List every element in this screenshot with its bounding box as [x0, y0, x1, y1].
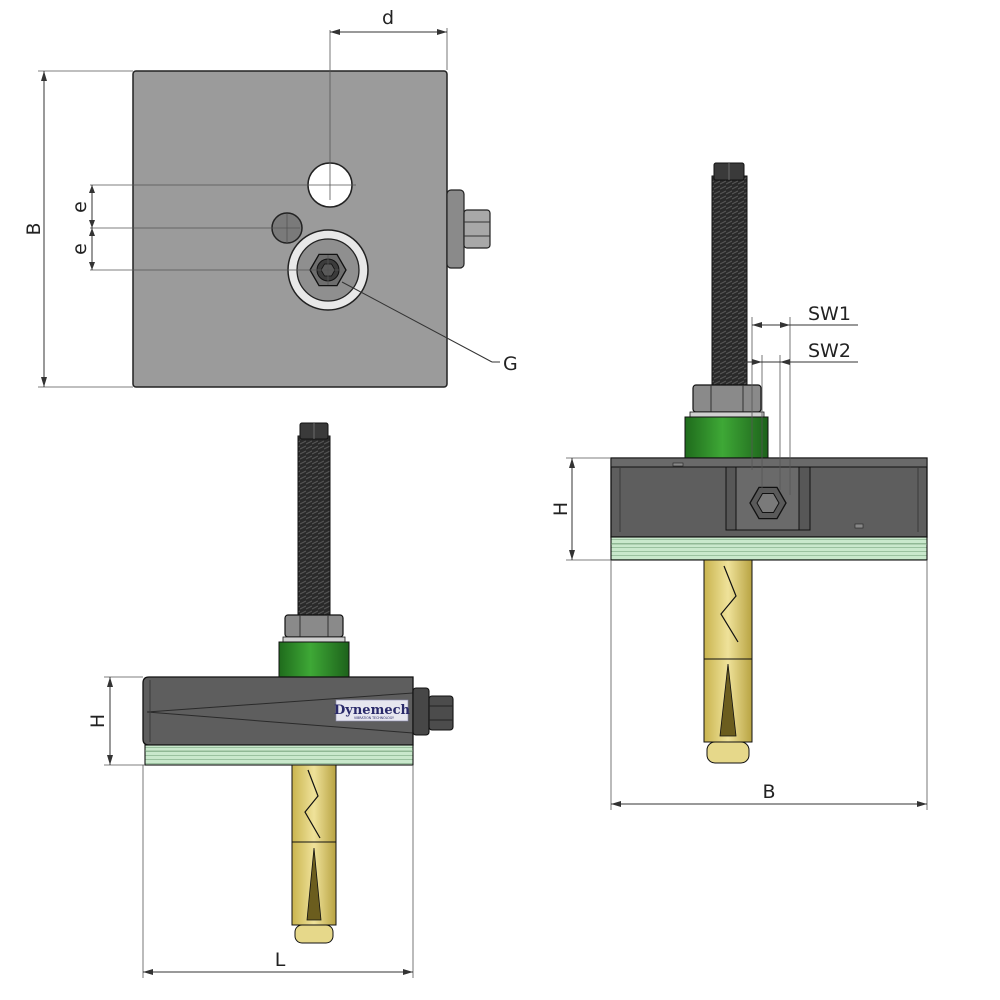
dim-label-l: L: [275, 949, 286, 971]
side-tab: [446, 189, 465, 269]
dim-label-e1: e: [69, 201, 91, 213]
svg-text:VIBRATION TECHNOLOGY: VIBRATION TECHNOLOGY: [354, 716, 394, 720]
damping-pad-front: [610, 536, 928, 561]
dim-label-e2: e: [69, 243, 91, 255]
lock-nut-side: [284, 614, 344, 638]
adjust-nut-side: [428, 695, 454, 731]
side-view: Dynemech VIBRATION TECHNOLOGY H L: [87, 422, 454, 978]
svg-text:Dynemech: Dynemech: [334, 703, 410, 718]
green-collar-side: [278, 641, 350, 678]
dim-label-h-front: H: [550, 502, 572, 516]
damping-pad-side: [144, 744, 414, 766]
lock-nut-front: [692, 384, 762, 413]
top-view: d B e e G: [23, 7, 518, 388]
threaded-stud-side: [297, 435, 331, 617]
front-view: SW1 SW2 H B: [550, 162, 928, 810]
dim-label-b-front: B: [762, 781, 775, 803]
dynemech-logo: Dynemech VIBRATION TECHNOLOGY: [334, 699, 411, 722]
green-collar-front: [684, 416, 769, 460]
dim-label-sw2: SW2: [808, 340, 851, 362]
side-nut-top: [463, 209, 491, 249]
threaded-stud-front: [711, 175, 748, 387]
dim-label-sw1: SW1: [808, 303, 851, 325]
leader-label-g: G: [503, 353, 518, 375]
dim-label-d: d: [382, 7, 394, 29]
dim-label-h-side: H: [87, 714, 109, 728]
dim-label-b-top: B: [23, 222, 45, 235]
